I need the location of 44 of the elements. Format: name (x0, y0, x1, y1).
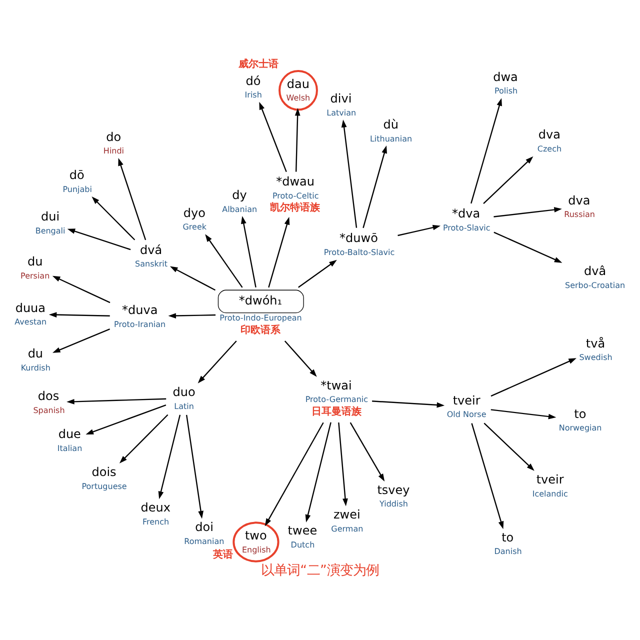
arrow (119, 414, 168, 463)
arrow (362, 145, 387, 228)
arrow (490, 408, 556, 419)
arrow (259, 101, 287, 172)
arrow (198, 340, 237, 383)
arrow (92, 196, 136, 240)
arrow (483, 156, 534, 204)
arrow (338, 422, 348, 506)
node-label: 凯尔特语族 (270, 202, 320, 214)
arrow (490, 358, 576, 396)
arrow (186, 414, 204, 518)
arrow (170, 266, 216, 290)
arrow (158, 414, 181, 499)
arrow (241, 215, 256, 288)
caption: 以单词“二”演变为例 (261, 563, 379, 578)
arrow (52, 328, 110, 352)
arrow (205, 234, 243, 288)
arrow (268, 216, 290, 288)
arrow (341, 119, 358, 228)
arrow (471, 422, 504, 529)
arrow (372, 400, 445, 408)
arrow (484, 422, 534, 470)
node-label: 威尔士语 (238, 58, 279, 70)
arrow (48, 312, 110, 317)
arrow (66, 398, 166, 404)
arrow (350, 422, 385, 482)
arrow (305, 422, 332, 522)
node-label: 英语 (213, 548, 234, 560)
node-box: *dwóh₁ (218, 289, 304, 313)
arrow (298, 259, 337, 288)
node-label: 日耳曼语族 (311, 406, 362, 417)
arrow (294, 107, 300, 172)
arrow (284, 340, 317, 376)
arrow (264, 422, 324, 526)
arrow (168, 312, 216, 318)
arrow (52, 275, 110, 303)
node-label: 印欧语系 (240, 324, 281, 336)
arrow (470, 98, 502, 204)
arrow (494, 231, 562, 262)
arrow (398, 224, 441, 236)
arrow (86, 404, 166, 434)
arrow (494, 206, 562, 217)
arrow (118, 158, 146, 240)
arrow (67, 228, 131, 250)
